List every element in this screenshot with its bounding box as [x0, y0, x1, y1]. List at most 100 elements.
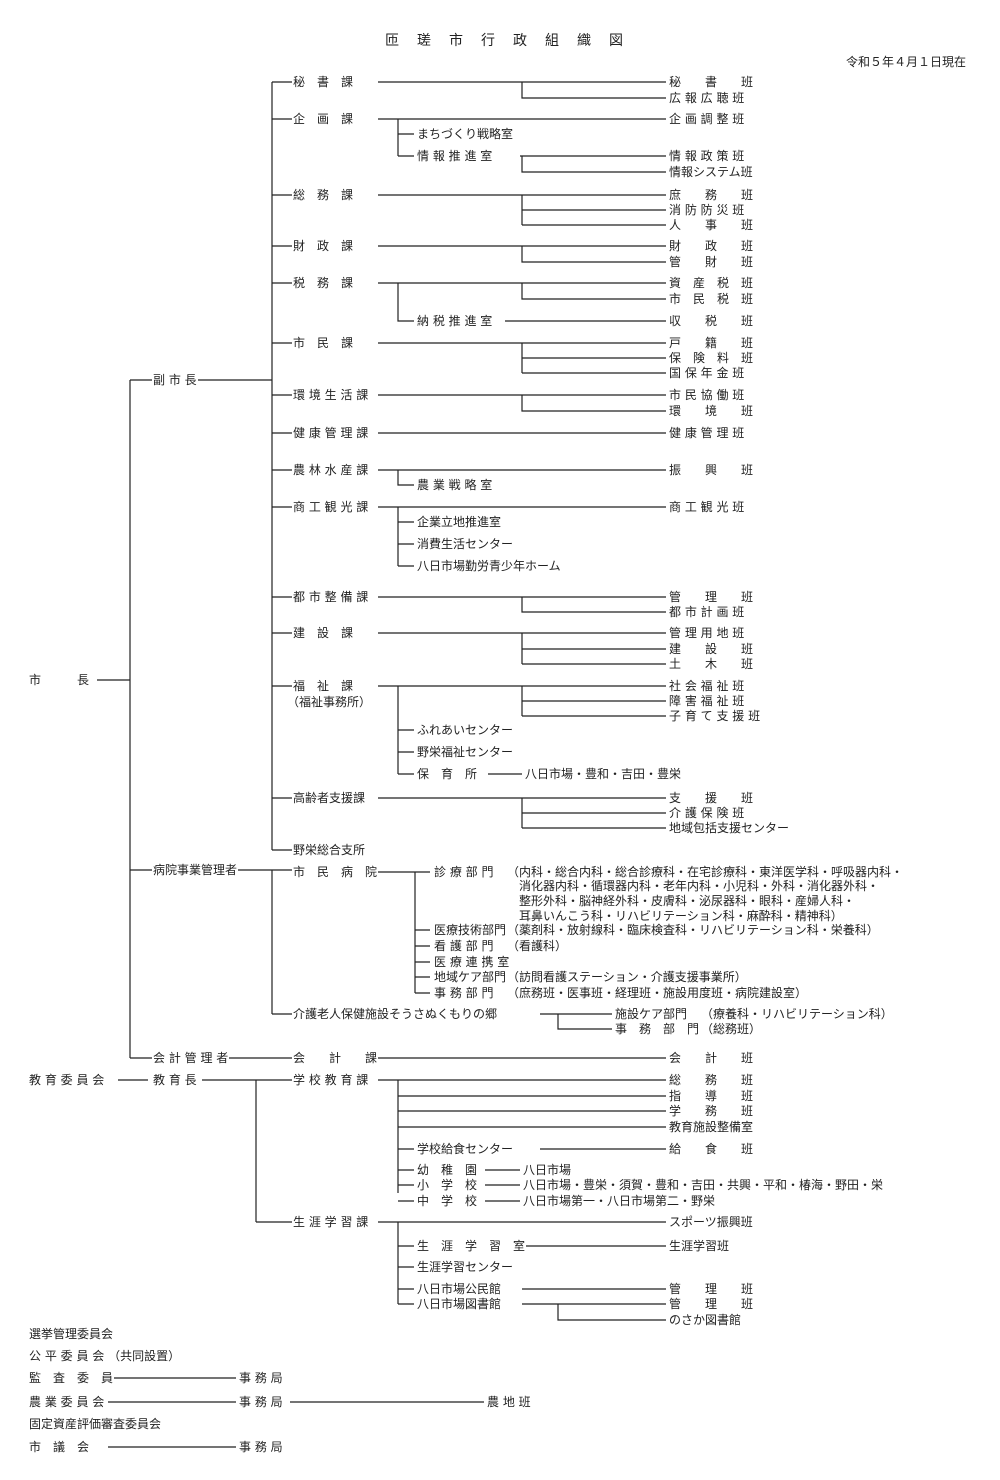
school-yochien: 幼 稚 園: [416, 1163, 479, 1177]
kaigo-shisetsu-care: 施設ケア部門: [614, 1007, 689, 1021]
committee-nogyo: 農 業 委 員 会: [28, 1395, 106, 1409]
department-fukushi: 福 祉 課: [292, 679, 355, 693]
section-jinji: 人 事 班: [668, 218, 755, 232]
committee-nochi: 農 地 班: [486, 1395, 532, 1409]
section-kensetsu: 建 設 班: [668, 642, 755, 656]
department-koreisha: 高齢者支援課: [292, 791, 367, 805]
section-zaisei: 財 政 班: [668, 239, 755, 253]
hospital-jimu: 事 務 部 門: [433, 986, 495, 1000]
hospital-shinryo-detail-4: 耳鼻いんこう科・リハビリテーション科・麻酔科・精神科）: [518, 909, 844, 923]
school-yochien-list: 八日市場: [522, 1163, 573, 1177]
section-toshi-keikaku: 都 市 計 画 班: [668, 605, 746, 619]
section-kyodo: 市 民 協 働 班: [668, 388, 746, 402]
school-chugakko-list: 八日市場第一・八日市場第二・野栄: [522, 1194, 717, 1208]
hospital-shinryo-detail-3: 整形外科・脳神経外科・皮膚科・泌尿器科・眼科・産婦人科・: [518, 894, 857, 908]
department-fukushi-note: （福祉事務所）: [286, 695, 373, 709]
room-kigyo: 企業立地推進室: [416, 515, 503, 529]
hospital-kango-detail: （看護科）: [506, 939, 569, 953]
kaigo-jimu-detail: （総務班）: [700, 1022, 763, 1036]
committee-senkyo: 選挙管理委員会: [28, 1327, 115, 1341]
room-nosaka-fukushi: 野栄福祉センター: [416, 745, 515, 759]
department-toshi: 都 市 整 備 課: [292, 590, 370, 604]
room-toshokan: 八日市場図書館: [416, 1297, 503, 1311]
department-kenko: 健 康 管 理 課: [292, 426, 370, 440]
committee-gikai-office: 事 務 局: [238, 1440, 284, 1454]
department-norin: 農 林 水 産 課: [292, 463, 370, 477]
section-kanzai: 管 財 班: [668, 255, 755, 269]
kaigo-shisetsu-care-detail: （療養科・リハビリテーション科）: [700, 1007, 894, 1021]
hospital-iryo-gijutsu-detail: （薬剤科・放射線科・臨床検査科・リハビリテーション科・栄養科）: [506, 923, 880, 937]
school-shogakko-list: 八日市場・豊栄・須賀・豊和・吉田・共興・平和・椿海・野田・栄: [522, 1178, 885, 1192]
section-hokenryo: 保 険 料 班: [668, 351, 755, 365]
hospital-shinryo-detail-1: （内科・総合内科・総合診療科・在宅診療科・東洋医学科・呼吸器内科・: [506, 865, 905, 879]
room-hoikusho: 保 育 所: [416, 767, 479, 781]
room-kyushoku-center: 学校給食センター: [416, 1142, 515, 1156]
department-zeimu: 税 務 課: [292, 276, 355, 290]
department-shimin: 市 民 課: [292, 336, 355, 350]
committee-gikai: 市 議 会: [28, 1440, 91, 1454]
section-kaikei: 会 計 班: [668, 1051, 755, 1065]
section-shido: 指 導 班: [668, 1089, 755, 1103]
department-kaigo: 介護老人保健施設そうさぬくもりの郷: [292, 1007, 499, 1021]
hospital-renkei: 医 療 連 携 室: [433, 955, 511, 969]
room-youkaichiba-hall: 八日市場勤労青少年ホーム: [416, 559, 562, 573]
section-gakumu: 学 務 班: [668, 1104, 755, 1118]
department-hisho: 秘 書 課: [292, 75, 355, 89]
department-zaisei: 財 政 課: [292, 239, 355, 253]
section-joho-seisaku: 情 報 政 策 班: [668, 149, 746, 163]
section-shakai-fukushi: 社 会 福 祉 班: [668, 679, 746, 693]
section-gakushu-han: 生涯学習班: [668, 1239, 731, 1253]
section-doboku: 土 木 班: [668, 657, 755, 671]
room-shohi: 消費生活センター: [416, 537, 515, 551]
hospital-kango: 看 護 部 門: [433, 939, 495, 953]
deputy-mayor: 副 市 長: [152, 373, 198, 387]
section-yochi: 管 理 用 地 班: [668, 626, 746, 640]
room-nozei: 納 税 推 進 室: [416, 314, 494, 328]
department-kensetsu: 建 設 課: [292, 626, 355, 640]
section-toshi-kanri: 管 理 班: [668, 590, 755, 604]
section-shobo: 消 防 防 災 班: [668, 203, 746, 217]
committee-kohei: 公 平 委 員 会 （共同設置）: [28, 1349, 182, 1363]
section-shinko: 振 興 班: [668, 463, 755, 477]
committee-kotei: 固定資産評価審査委員会: [28, 1417, 163, 1431]
room-gakushu-center: 生涯学習センター: [416, 1260, 515, 1274]
hospital-chiiki-care-detail: （訪問看護ステーション・介護支援事業所）: [506, 970, 748, 984]
section-shiminzei: 市 民 税 班: [668, 292, 755, 306]
committee-nogyo-office: 事 務 局: [238, 1395, 284, 1409]
section-hisho: 秘 書 班: [668, 75, 755, 89]
section-kyushoku: 給 食 班: [668, 1142, 755, 1156]
section-kenko: 健 康 管 理 班: [668, 426, 746, 440]
hospital-manager: 病院事業管理者: [152, 863, 239, 877]
section-edu-soumu: 総 務 班: [668, 1073, 755, 1087]
hospital-shinryo: 診 療 部 門: [433, 865, 495, 879]
section-joho-system: 情報システム班: [668, 165, 754, 179]
section-nosaka-toshokan: のさか図書館: [668, 1313, 743, 1327]
department-soumu: 総 務 課: [292, 188, 355, 202]
room-fureai: ふれあいセンター: [416, 723, 515, 737]
section-kaigo-hoken: 介 護 保 険 班: [668, 806, 746, 820]
section-kikaku-chosei: 企 画 調 整 班: [668, 112, 746, 126]
hospital-iryo-gijutsu: 医療技術部門: [433, 923, 508, 937]
section-koseki: 戸 籍 班: [668, 336, 755, 350]
section-shien: 支 援 班: [668, 791, 755, 805]
room-joho-suishin: 情 報 推 進 室: [416, 149, 494, 163]
education-superintendent: 教 育 長: [152, 1073, 198, 1087]
department-gakko-kyoiku: 学 校 教 育 課: [292, 1073, 370, 1087]
section-shogai: 障 害 福 祉 班: [668, 694, 746, 708]
committee-kansa: 監 査 委 員: [28, 1371, 115, 1385]
section-toshokan-kanri: 管 理 班: [668, 1297, 755, 1311]
department-kaikei: 会 計 課: [292, 1051, 379, 1065]
department-hospital: 市 民 病 院: [292, 865, 379, 879]
room-kominkan: 八日市場公民館: [416, 1282, 503, 1296]
section-shomu: 庶 務 班: [668, 188, 755, 202]
department-kankyo: 環 境 生 活 課: [292, 388, 370, 402]
section-shisanzei: 資 産 税 班: [668, 276, 755, 290]
department-shogai-gakushu: 生 涯 学 習 課: [292, 1215, 370, 1229]
hospital-chiiki-care: 地域ケア部門: [433, 970, 508, 984]
section-kokuho: 国 保 年 金 班: [668, 366, 746, 380]
room-shisetsu-seibi: 教育施設整備室: [668, 1120, 755, 1134]
department-shoko: 商 工 観 光 課: [292, 500, 370, 514]
room-gakushu-shitsu: 生 涯 学 習 室: [416, 1239, 527, 1253]
hospital-jimu-detail: （庶務班・医事班・経理班・施設用度班・病院建設室）: [506, 986, 809, 1000]
